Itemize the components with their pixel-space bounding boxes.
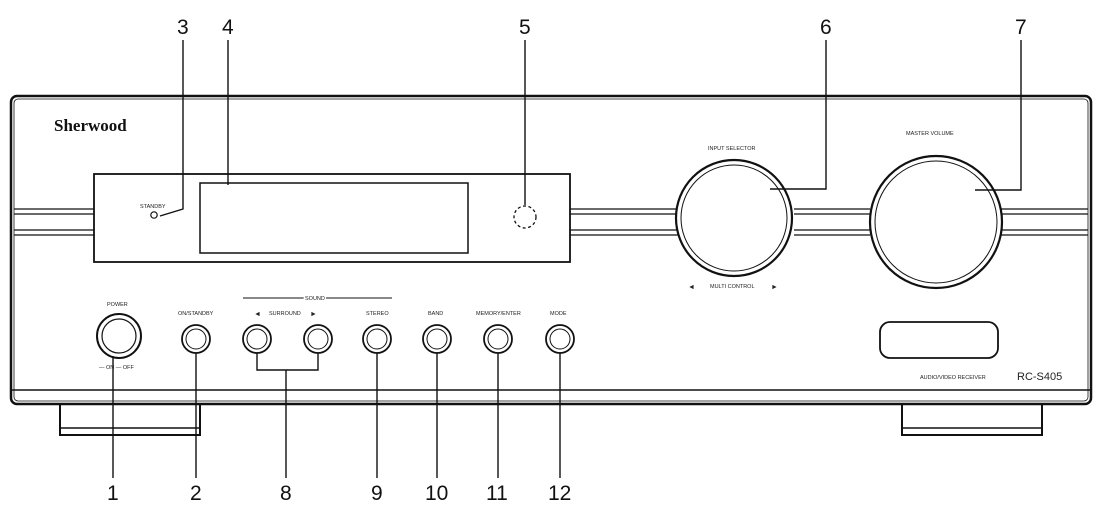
callout-1: 1 bbox=[107, 482, 119, 505]
product-type-label: AUDIO/VIDEO RECEIVER bbox=[920, 375, 986, 381]
master-volume-knob[interactable] bbox=[868, 154, 1004, 290]
callout-12: 12 bbox=[548, 482, 571, 505]
standby-label: STANDBY bbox=[140, 204, 166, 210]
callout-2: 2 bbox=[190, 482, 202, 505]
surround-right-arrow: ► bbox=[310, 311, 317, 318]
remote-sensor bbox=[513, 205, 537, 229]
mode-label: MODE bbox=[550, 311, 567, 317]
callout-6: 6 bbox=[820, 16, 832, 39]
input-selector-label: INPUT SELECTOR bbox=[708, 146, 756, 152]
sound-label: SOUND bbox=[305, 296, 325, 302]
panel-groove bbox=[14, 208, 1088, 236]
power-label: POWER bbox=[107, 302, 128, 308]
callout-9: 9 bbox=[371, 482, 383, 505]
left-foot bbox=[59, 401, 201, 436]
model-label: RC-S405 bbox=[1017, 371, 1062, 383]
stereo-label: STEREO bbox=[366, 311, 389, 317]
callout-10: 10 bbox=[425, 482, 448, 505]
power-button[interactable] bbox=[96, 313, 142, 359]
multi-control-left-arrow: ◄ bbox=[688, 284, 695, 291]
power-on-off-label: — ON — OFF bbox=[99, 365, 134, 371]
callout-7: 7 bbox=[1015, 16, 1027, 39]
front-panel-slot bbox=[879, 321, 999, 359]
standby-indicator bbox=[150, 211, 158, 219]
right-foot bbox=[901, 401, 1043, 436]
front-panel-inner bbox=[13, 98, 1089, 402]
memory-enter-label: MEMORY/ENTER bbox=[476, 311, 521, 317]
callout-8: 8 bbox=[280, 482, 292, 505]
brand-logo: Sherwood bbox=[54, 116, 127, 135]
surround-label: SURROUND bbox=[269, 311, 301, 317]
callout-3: 3 bbox=[177, 16, 189, 39]
callout-leaders bbox=[112, 40, 1022, 478]
master-volume-label: MASTER VOLUME bbox=[906, 131, 954, 137]
surround-left-arrow: ◄ bbox=[254, 311, 261, 318]
callout-11: 11 bbox=[486, 482, 508, 505]
on-standby-label: ON/STANDBY bbox=[178, 311, 214, 317]
callout-5: 5 bbox=[519, 16, 531, 39]
input-selector-knob[interactable] bbox=[674, 158, 794, 278]
multi-control-right-arrow: ► bbox=[771, 284, 778, 291]
band-label: BAND bbox=[428, 311, 443, 317]
display-screen bbox=[199, 182, 469, 254]
callout-4: 4 bbox=[222, 16, 234, 39]
multi-control-label: MULTI CONTROL bbox=[710, 284, 755, 290]
